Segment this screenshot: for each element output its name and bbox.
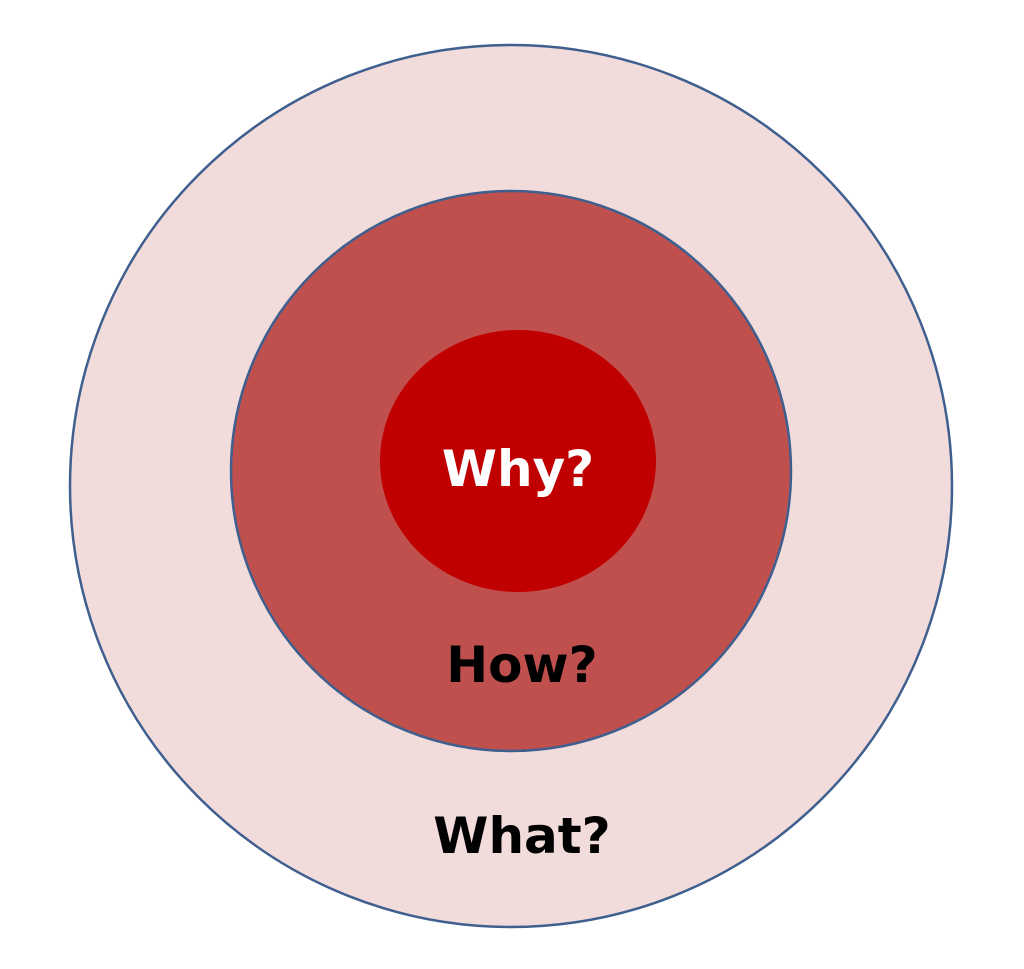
how-label: How? [446,636,597,694]
what-label: What? [433,807,610,865]
why-label: Why? [442,440,594,498]
inner-circle-why [380,330,656,592]
